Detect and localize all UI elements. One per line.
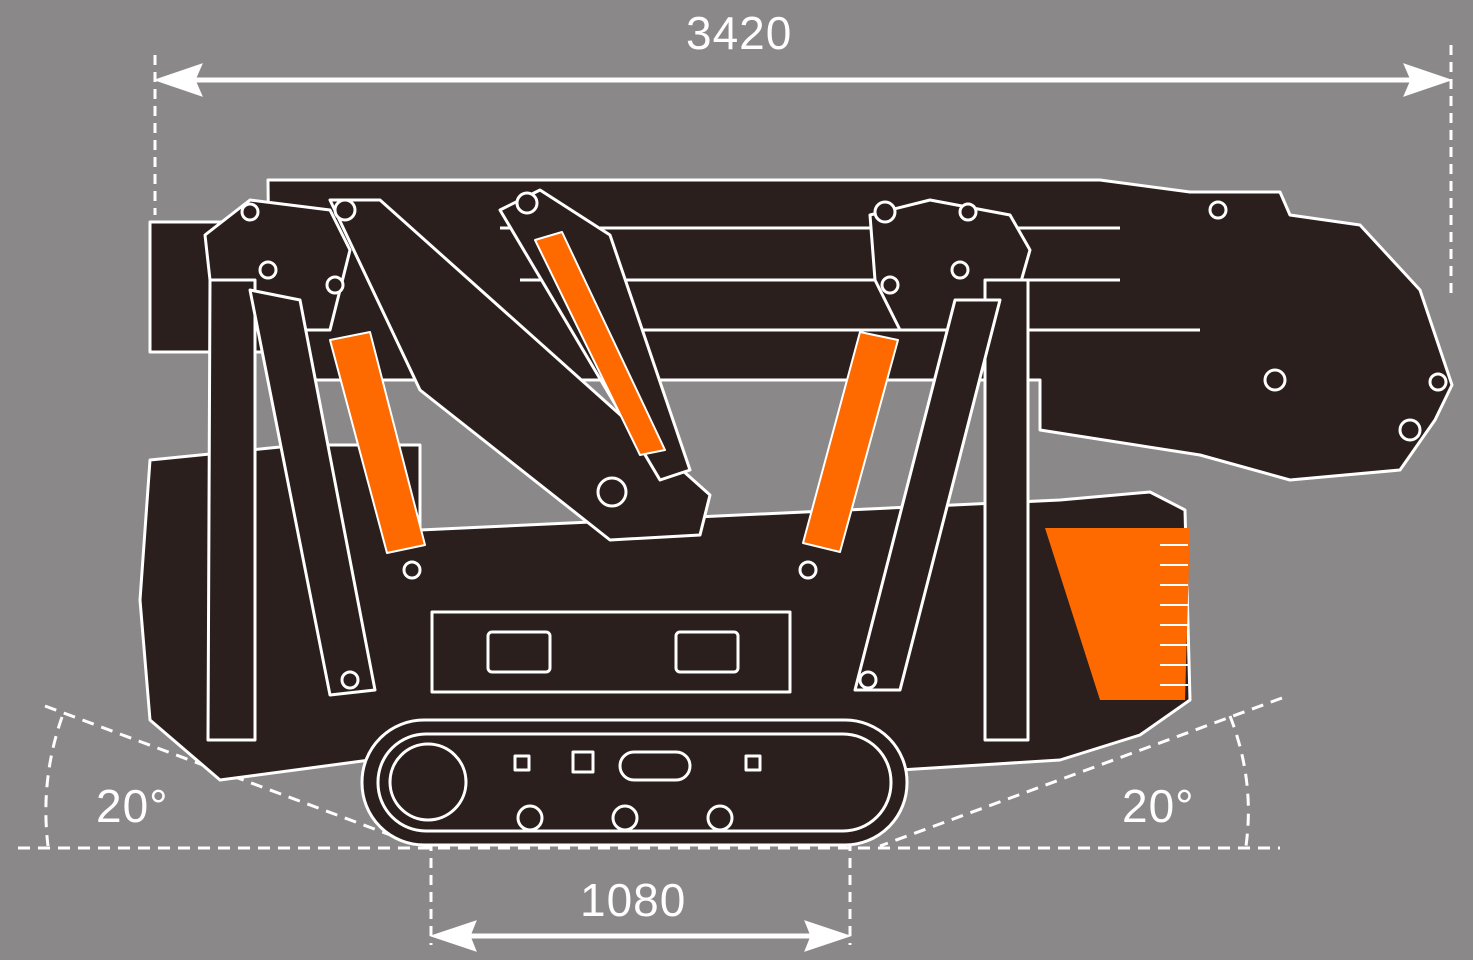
front-angle-line [879,696,1283,848]
pivot-hole [873,200,897,224]
left-outrigger-cylinder [329,331,426,554]
track-bolt [744,754,762,772]
engine-cover [1045,528,1190,700]
right-outrigger-cylinder [802,331,899,553]
main-lift-arm [328,198,712,542]
machine [138,178,1454,847]
pivot-hole [325,275,345,295]
arrowhead-track-left [429,920,477,952]
pivot-holes [240,191,1448,690]
pivot-hole [880,275,900,295]
rear-angle-arc [44,716,64,847]
track-roller [516,804,544,832]
pivot-hole [1208,200,1228,220]
right-outrigger-leg-inner [853,298,1002,692]
rear-angle-label: 20° [96,780,169,832]
pivot-hole [958,202,978,222]
pivot-hole [1263,368,1287,392]
pivot-hole [340,670,360,690]
engine-grille [1160,544,1188,686]
left-outrigger-leg-outer [206,278,257,742]
crawler-track-inner [376,732,893,833]
pivot-hole [515,191,539,215]
front-angle-label: 20° [1122,780,1195,832]
track-bolt [513,754,531,772]
pivot-hole [258,260,278,280]
pivot-hole [1428,372,1448,392]
pivot-hole [1398,418,1422,442]
turret-hatch-right [674,630,740,674]
front-angle-arc [1228,715,1250,847]
pivot-bolt [596,476,628,508]
pivot-hole [858,670,878,690]
overall-length-label: 3420 [686,7,793,59]
boom-lift-cylinder [534,231,666,456]
track-roller [706,804,734,832]
track-frame-slot [618,750,692,782]
track-roller [611,804,639,832]
track-bolt [571,750,595,774]
drive-sprocket [388,742,468,822]
pivot-hole [333,198,357,222]
right-outrigger-leg-outer [983,278,1030,742]
pivot-hole [950,260,970,280]
track-width-label: 1080 [580,874,687,926]
arrowhead-left [153,63,203,97]
arrowhead-track-right [804,920,852,952]
pivot-hole [402,560,422,580]
turret-hatch-left [486,630,552,674]
arrowhead-right [1403,63,1453,97]
pivot-hole [240,202,260,222]
overall-length-dimension [153,45,1453,300]
pivot-hole [798,560,818,580]
left-outrigger-leg-inner [248,288,377,697]
